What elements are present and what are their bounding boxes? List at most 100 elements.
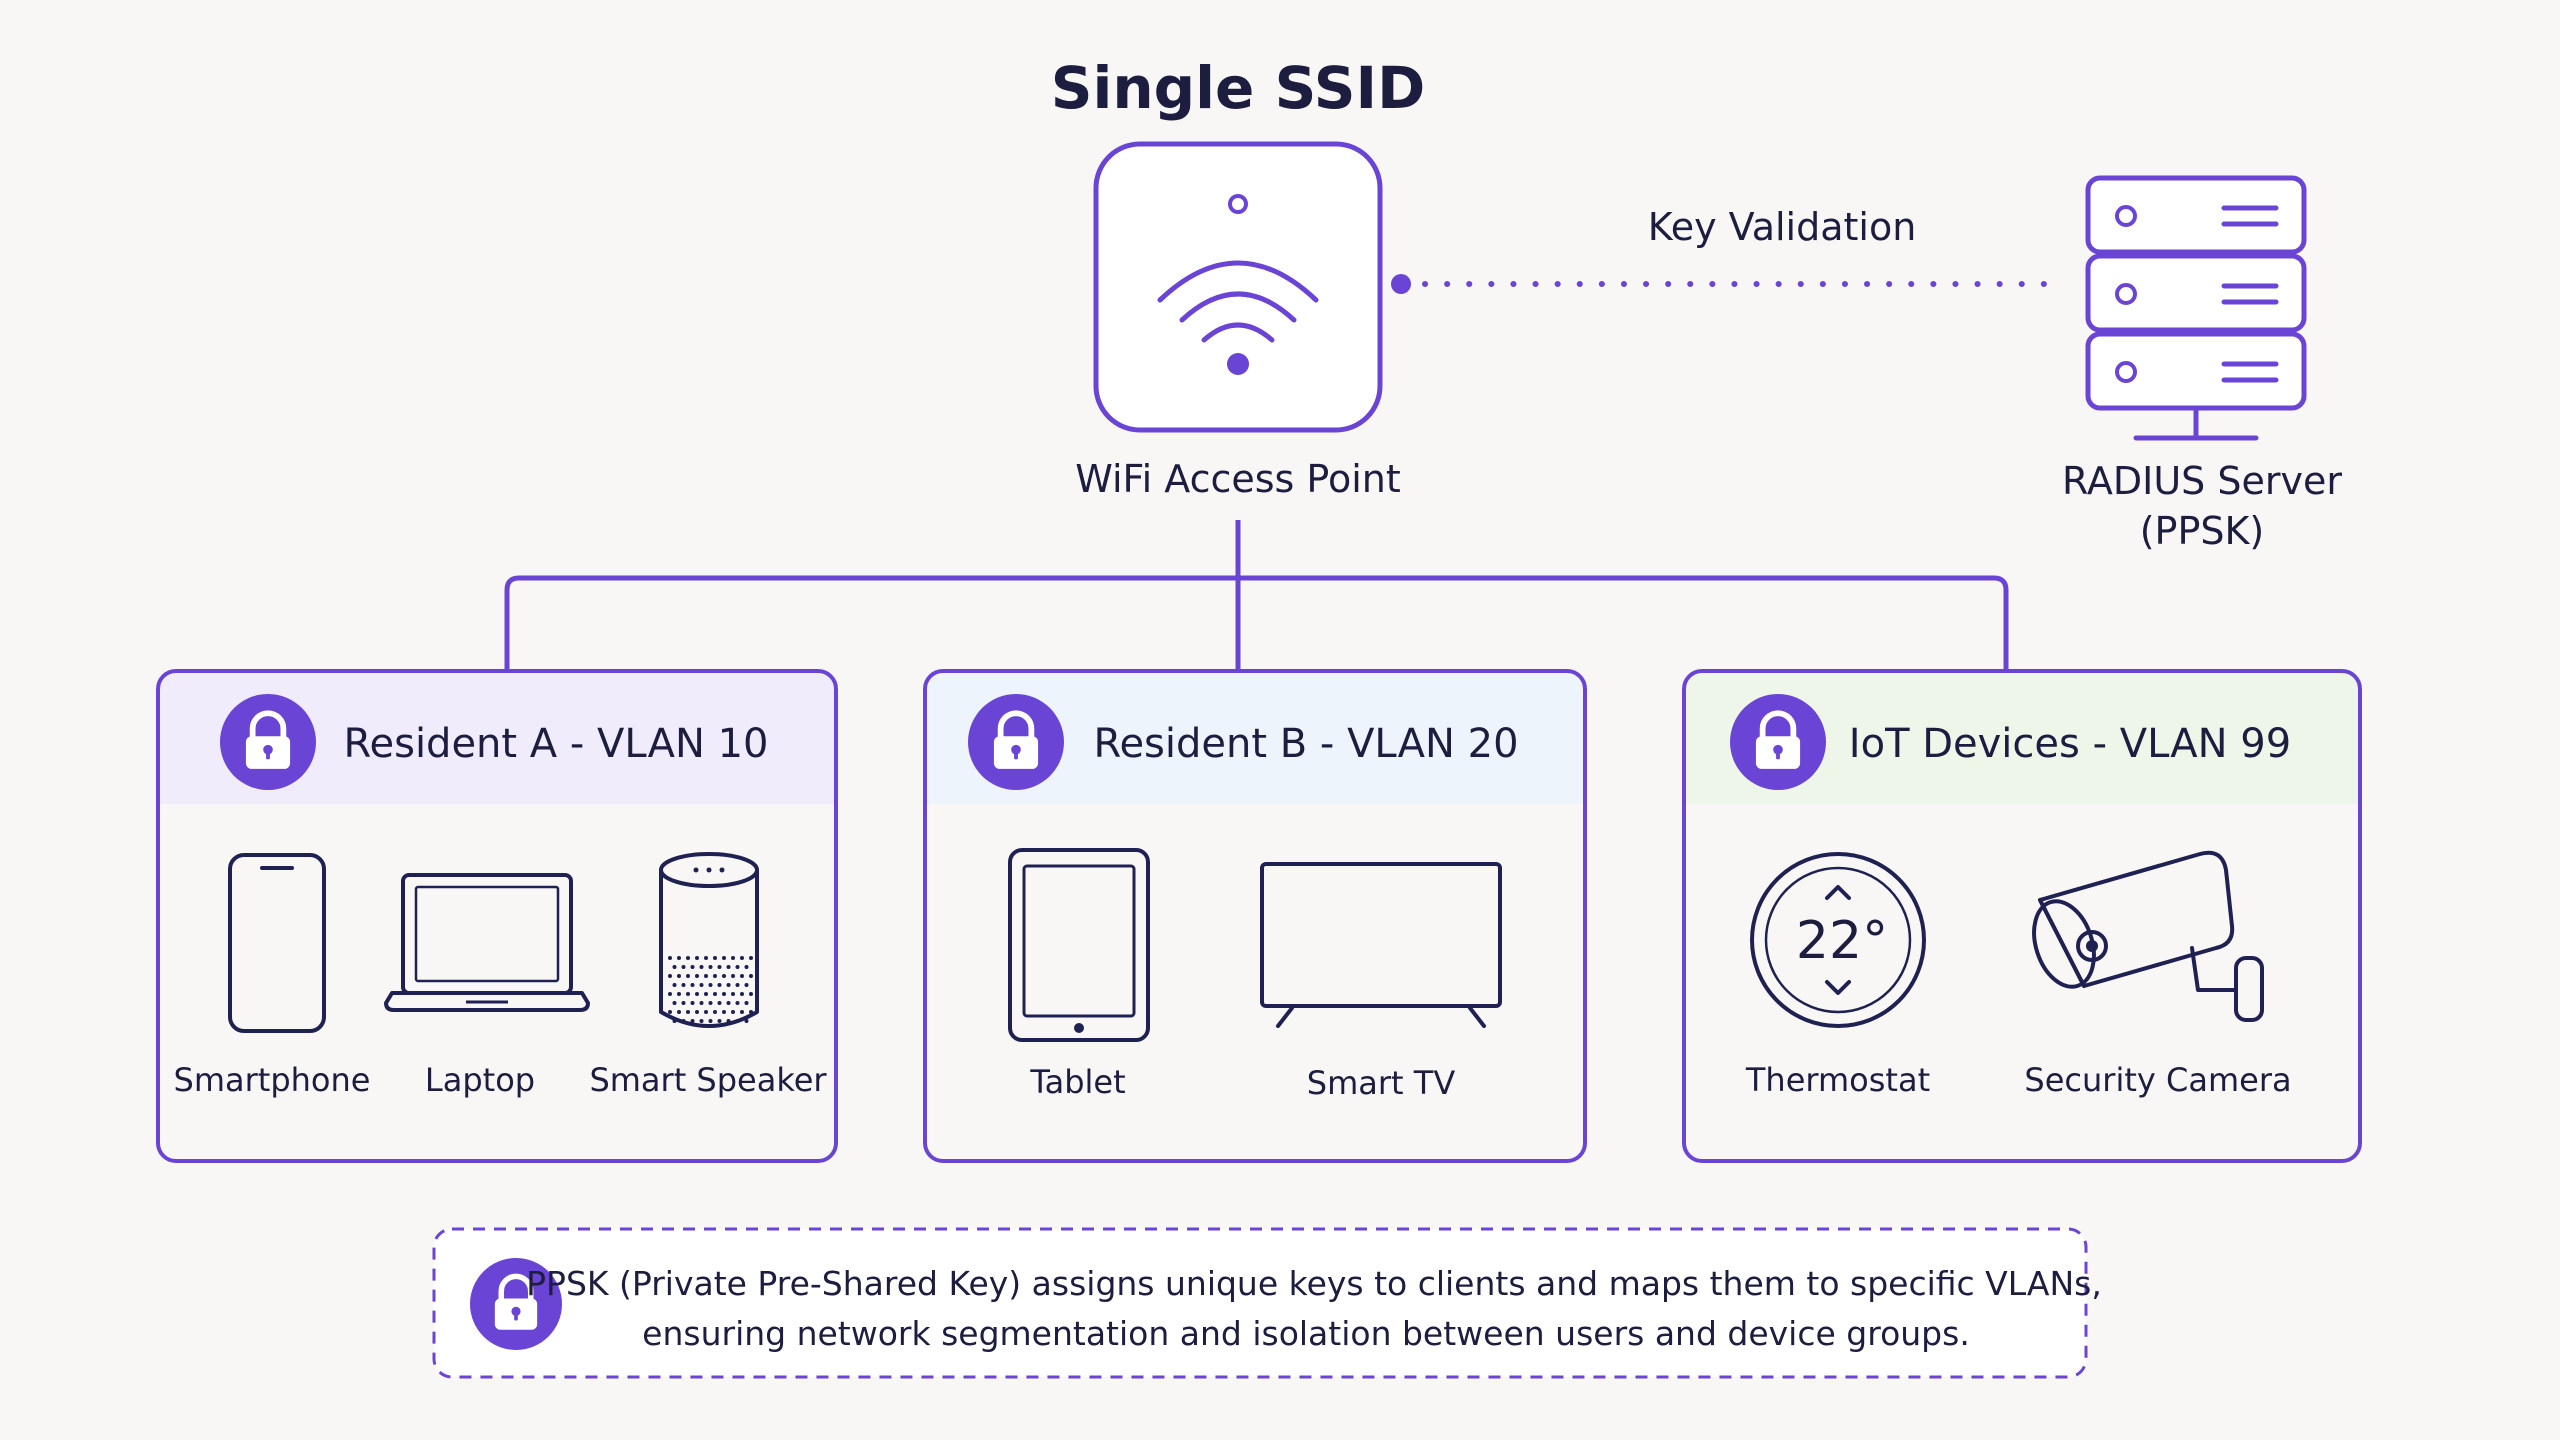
group-iot-devices: IoT Devices - VLAN 99 22° Thermostat Sec…: [1682, 669, 2362, 1163]
speaker-grille-dot: [677, 992, 681, 996]
device-label: Security Camera: [2024, 1061, 2291, 1099]
speaker-grille-dot: [668, 1010, 672, 1014]
key-validation-link: [1391, 274, 2067, 294]
speaker-grille-dot: [722, 1010, 726, 1014]
vlan-connectors: [504, 520, 2009, 673]
access-point-label: WiFi Access Point: [1075, 457, 1401, 501]
speaker-grille-dot: [722, 974, 726, 978]
speaker-grille-dot: [668, 974, 672, 978]
speaker-grille-dot: [726, 1019, 731, 1023]
speaker-grille-dot: [672, 965, 677, 969]
access-point: [1093, 141, 1383, 433]
speaker-grille-dot: [744, 1001, 749, 1005]
speaker-grille-dot: [699, 1019, 704, 1023]
speaker-grille-dot: [735, 965, 740, 969]
speaker-grille-dot: [740, 992, 744, 996]
speaker-grille-dot: [708, 983, 713, 987]
camera-icon: [2032, 850, 2264, 1022]
radius-server-label: RADIUS Server: [2062, 459, 2342, 503]
speaker-grille-dot: [704, 956, 708, 960]
speaker-grille-dot: [735, 1001, 740, 1005]
speaker-grille-dot: [726, 965, 731, 969]
device-label: Thermostat: [1745, 1061, 1930, 1099]
speaker-grille-dot: [744, 965, 749, 969]
speaker-grille-dot: [677, 956, 681, 960]
speaker-grille-dot: [672, 1001, 677, 1005]
device-label: Tablet: [1029, 1063, 1125, 1101]
note-line-1: PPSK (Private Pre-Shared Key) assigns un…: [526, 1264, 2102, 1303]
speaker-grille-dot: [672, 1019, 677, 1023]
lock-icon: [220, 694, 316, 790]
speaker-grille-dot: [668, 992, 672, 996]
speaker-grille-dot: [740, 1010, 744, 1014]
speaker-grille-dot: [731, 992, 735, 996]
speaker-grille: [668, 956, 753, 1023]
thermostat-reading: 22°: [1796, 911, 1888, 971]
device-label: Smartphone: [174, 1061, 371, 1099]
speaker-grille-dot: [681, 983, 686, 987]
speaker-grille-dot: [713, 992, 717, 996]
speaker-grille-dot: [731, 974, 735, 978]
smartphone-icon: [228, 853, 326, 1033]
speaker-grille-dot: [735, 1019, 740, 1023]
speaker-grille-dot: [695, 992, 699, 996]
group-title: Resident B - VLAN 20: [1093, 721, 1518, 767]
group-resident-a: Resident A - VLAN 10 Smartphone Laptop S…: [156, 669, 838, 1163]
speaker-grille-dot: [744, 983, 749, 987]
speaker-grille-dot: [690, 1019, 695, 1023]
tv-icon: [1260, 862, 1502, 1028]
speaker-grille-dot: [740, 956, 744, 960]
note-line-2: ensuring network segmentation and isolat…: [642, 1314, 1970, 1353]
tablet-icon: [1008, 848, 1150, 1042]
speaker-grille-dot: [717, 983, 722, 987]
speaker-grille-dot: [722, 956, 726, 960]
speaker-grille-dot: [749, 956, 753, 960]
speaker-grille-dot: [668, 956, 672, 960]
speaker-grille-dot: [695, 956, 699, 960]
speaker-grille-dot: [686, 992, 690, 996]
server-icon: [2085, 175, 2307, 441]
lock-icon: [1730, 694, 1826, 790]
wifi-icon: [1157, 194, 1319, 375]
speaker-grille-dot: [677, 974, 681, 978]
speaker-grille-dot: [749, 992, 753, 996]
group-title: Resident A - VLAN 10: [344, 721, 769, 767]
speaker-grille-dot: [681, 1019, 686, 1023]
device-label: Smart TV: [1307, 1064, 1456, 1102]
speaker-grille-dot: [681, 965, 686, 969]
key-validation-label: Key Validation: [1648, 205, 1917, 249]
thermostat-icon: 22°: [1750, 852, 1926, 1028]
speaker-grille-dot: [717, 1001, 722, 1005]
speaker-grille-dot: [740, 974, 744, 978]
speaker-grille-dot: [717, 1019, 722, 1023]
speaker-grille-dot: [690, 983, 695, 987]
speaker-grille-dot: [731, 1010, 735, 1014]
speaker-grille-dot: [735, 983, 740, 987]
group-title: IoT Devices - VLAN 99: [1849, 721, 2291, 767]
speaker-grille-dot: [726, 1001, 731, 1005]
speaker-grille-dot: [681, 1001, 686, 1005]
lock-icon: [968, 694, 1064, 790]
speaker-grille-dot: [677, 1010, 681, 1014]
speaker-grille-dot: [708, 1019, 713, 1023]
speaker-icon: [659, 852, 759, 1028]
speaker-grille-dot: [744, 1019, 749, 1023]
speaker-grille-dot: [690, 965, 695, 969]
ppsk-note: PPSK (Private Pre-Shared Key) assigns un…: [432, 1227, 2102, 1379]
speaker-grille-dot: [704, 992, 708, 996]
speaker-grille-dot: [713, 956, 717, 960]
speaker-grille-dot: [713, 1010, 717, 1014]
speaker-grille-dot: [695, 974, 699, 978]
speaker-grille-dot: [749, 974, 753, 978]
speaker-grille-dot: [717, 965, 722, 969]
speaker-grille-dot: [713, 974, 717, 978]
speaker-grille-dot: [722, 992, 726, 996]
speaker-grille-dot: [695, 1010, 699, 1014]
speaker-grille-dot: [708, 965, 713, 969]
radius-server-sublabel: (PPSK): [2140, 509, 2265, 553]
speaker-grille-dot: [704, 1010, 708, 1014]
page-title: Single SSID: [1051, 54, 1426, 122]
speaker-grille-dot: [686, 1010, 690, 1014]
